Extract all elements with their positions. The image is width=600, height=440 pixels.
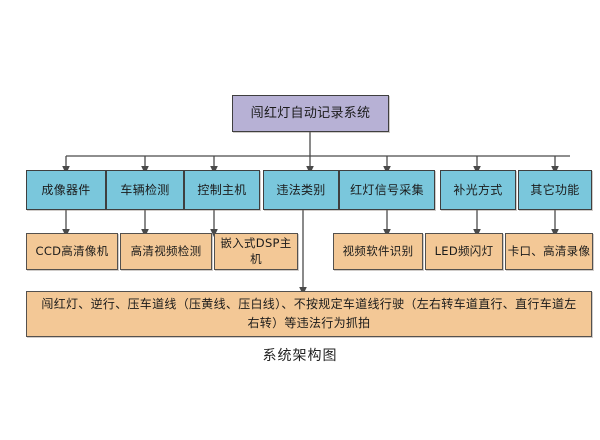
node-red-light-signal-capture[interactable]: 红灯信号采集 — [339, 170, 435, 210]
node-label: CCD高清像机 — [35, 243, 109, 258]
node-label: 控制主机 — [197, 182, 247, 197]
node-label: 成像器件 — [41, 182, 91, 197]
node-checkpoint-hd-recording[interactable]: 卡口、高清录像 — [505, 233, 593, 270]
node-imaging-device[interactable]: 成像器件 — [26, 170, 106, 210]
node-root-label: 闯红灯自动记录系统 — [250, 105, 371, 121]
node-label: 红灯信号采集 — [350, 182, 424, 197]
node-label: LED频闪灯 — [434, 243, 494, 258]
node-other-functions[interactable]: 其它功能 — [518, 170, 592, 210]
node-ccd-hd-camera[interactable]: CCD高清像机 — [26, 233, 118, 270]
node-led-strobe-light[interactable]: LED频闪灯 — [425, 233, 503, 270]
node-label: 视频软件识别 — [342, 243, 414, 258]
node-label: 卡口、高清录像 — [507, 243, 591, 258]
node-label: 闯红灯、逆行、压车道线（压黄线、压白线）、不按规定车道线行驶（左右转车道直行、直… — [41, 297, 577, 330]
node-violation-category[interactable]: 违法类别 — [263, 170, 339, 210]
node-label: 补光方式 — [453, 182, 503, 197]
node-control-host[interactable]: 控制主机 — [184, 170, 260, 210]
node-root-system[interactable]: 闯红灯自动记录系统 — [232, 95, 389, 132]
diagram-caption: 系统架构图 — [262, 348, 338, 364]
node-violation-capture-summary[interactable]: 闯红灯、逆行、压车道线（压黄线、压白线）、不按规定车道线行驶（左右转车道直行、直… — [26, 291, 592, 337]
node-hd-video-detection[interactable]: 高清视频检测 — [120, 233, 212, 270]
node-label: 嵌入式DSP主机 — [220, 235, 292, 266]
node-video-software-recognition[interactable]: 视频软件识别 — [333, 233, 423, 270]
node-label: 车辆检测 — [120, 182, 170, 197]
node-label: 高清视频检测 — [130, 243, 202, 258]
node-vehicle-detection[interactable]: 车辆检测 — [106, 170, 184, 210]
node-fill-light-method[interactable]: 补光方式 — [440, 170, 516, 210]
node-label: 违法类别 — [276, 182, 326, 197]
node-embedded-dsp-host[interactable]: 嵌入式DSP主机 — [214, 233, 298, 270]
node-label: 其它功能 — [530, 182, 580, 197]
